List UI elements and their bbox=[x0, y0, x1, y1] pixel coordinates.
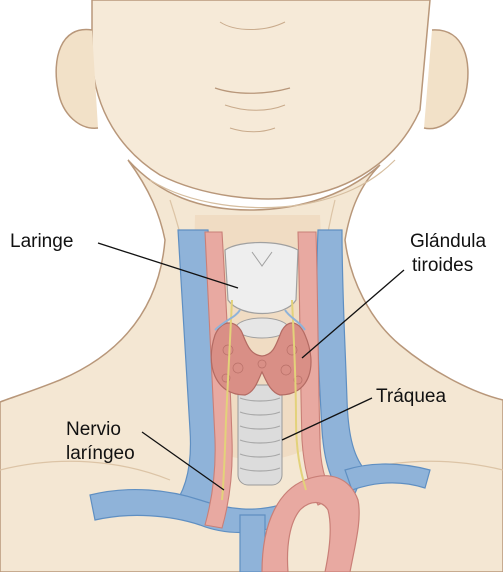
label-laringe: Laringe bbox=[10, 231, 73, 253]
label-traquea: Tráquea bbox=[376, 386, 446, 408]
label-nervio-laringeo-line1: Nervio bbox=[66, 419, 121, 441]
label-glandula-tiroides-line1: Glándula bbox=[410, 231, 486, 253]
superior-vena-cava bbox=[240, 515, 265, 572]
label-nervio-laringeo-line2: laríngeo bbox=[66, 443, 135, 465]
larynx bbox=[225, 243, 298, 314]
label-glandula-tiroides-line2: tiroides bbox=[412, 255, 473, 277]
